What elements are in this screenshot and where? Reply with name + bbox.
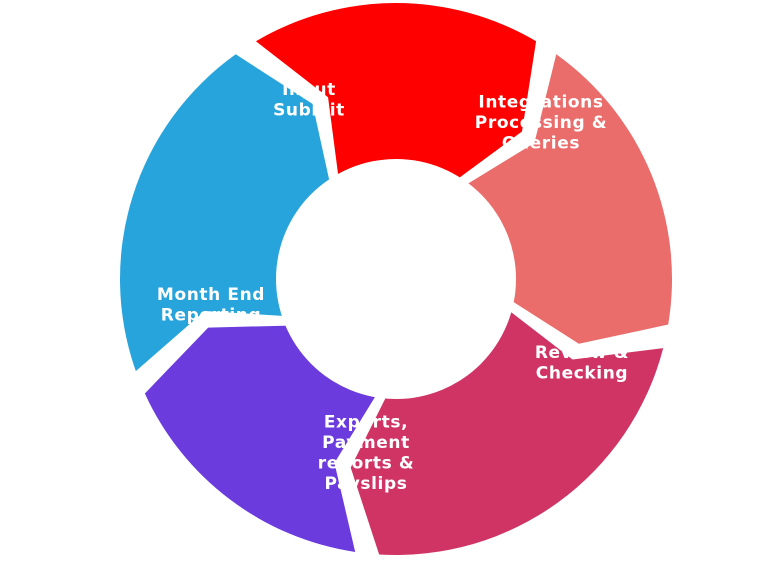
center-hub — [276, 159, 516, 399]
segment-review-checking — [350, 307, 664, 556]
label-line: Exports, — [324, 412, 408, 432]
label-line: Month End — [157, 285, 265, 305]
label-line: Input — [282, 80, 336, 100]
label-line: Payslips — [325, 474, 408, 494]
label-line: Review & — [535, 343, 629, 363]
label-line: Payment — [322, 433, 410, 453]
label-line: Reporting — [161, 305, 261, 325]
segment-exports-payment-reports-payslips — [144, 325, 380, 552]
label-line: Checking — [536, 363, 628, 383]
label-line: Integrations — [478, 93, 603, 113]
segment-input-submit — [255, 3, 537, 183]
label-line: Submit — [273, 100, 345, 120]
label-line: Processing & — [475, 113, 607, 133]
label-line: reports & — [318, 453, 415, 473]
label-review-checking: Review &Checking — [535, 343, 629, 384]
label-line: Queries — [502, 134, 580, 154]
